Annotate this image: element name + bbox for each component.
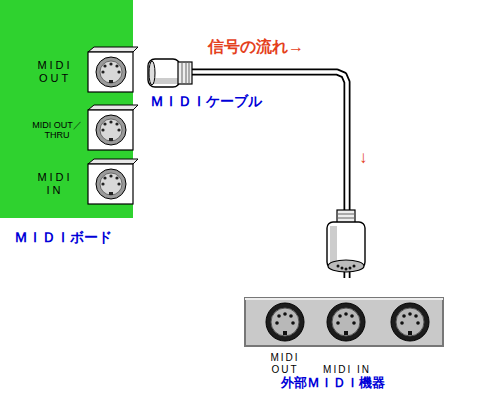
- flow-arrow-mark: ↓: [359, 148, 368, 168]
- port: MIDI OUT: [258, 297, 312, 377]
- port: MIDI IN: [320, 278, 374, 377]
- label: MIDI IN: [320, 364, 374, 376]
- signal-flow-note: 信号の流れ→: [208, 38, 304, 56]
- cable-plug: [148, 59, 192, 87]
- device-panel: [245, 298, 443, 346]
- midi-cable: [148, 72, 347, 278]
- midi-board: MIDI OUTMIDI OUT／THRUMIDI INＭＩＤＩボード: [0, 0, 133, 218]
- port: MIDI IN: [30, 162, 133, 206]
- signal-flow-note-box: 信号の流れ→: [208, 38, 304, 56]
- port: MIDI OUT: [30, 48, 148, 96]
- label: MIDI IN: [32, 171, 78, 196]
- cable-label: ＭＩＤＩケーブル: [150, 93, 262, 109]
- label: MIDI OUT／THRU: [28, 120, 86, 141]
- label: 外部ＭＩＤＩ機器: [281, 376, 479, 391]
- external-midi-device: MIDI OUTMIDI IN外部ＭＩＤＩ機器: [245, 278, 443, 398]
- cable-plug: [327, 210, 365, 272]
- din-socket: [391, 303, 429, 341]
- flow-arrow-mark-box: ↓: [359, 148, 368, 168]
- din-socket: [88, 105, 138, 150]
- label: MIDI OUT: [32, 59, 78, 84]
- label: MIDI OUT: [258, 352, 312, 375]
- cable-label-box: ＭＩＤＩケーブル: [150, 93, 262, 109]
- din-socket: [88, 47, 138, 92]
- din-socket: [327, 303, 365, 341]
- din-socket: [266, 303, 304, 341]
- port: MIDI OUT／THRU: [28, 108, 133, 152]
- din-socket: [88, 159, 138, 204]
- label: ＭＩＤＩボード: [14, 229, 147, 245]
